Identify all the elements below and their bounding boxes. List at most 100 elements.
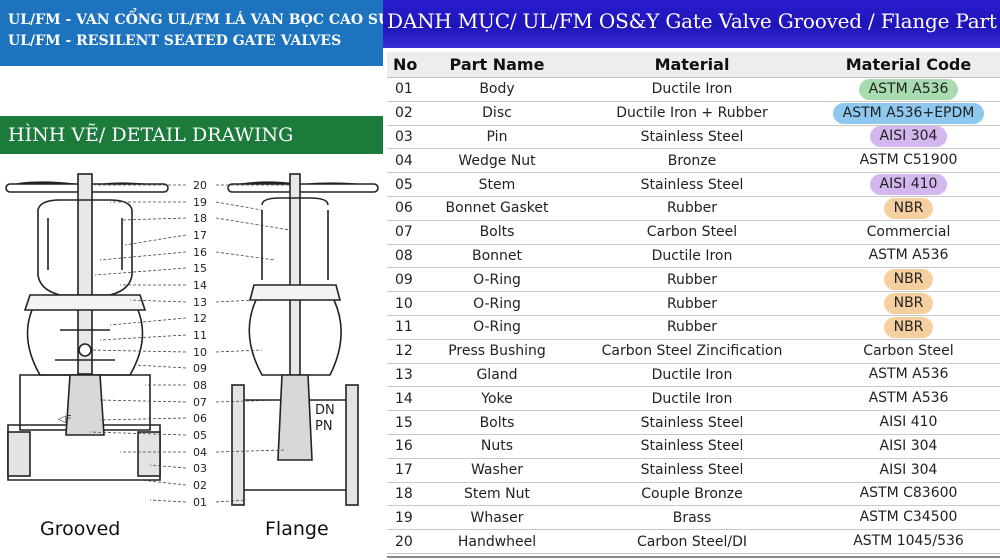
material-code: NBR: [883, 293, 934, 315]
part-number: 11: [395, 319, 413, 336]
material-code: ASTM C83600: [859, 485, 958, 502]
material-code: AISI 410: [869, 174, 948, 196]
material-code: ASTM C51900: [859, 152, 958, 169]
part-material: Rubber: [666, 295, 718, 312]
svg-text:◁F: ◁F: [58, 414, 72, 425]
dn-mark: DN: [315, 403, 335, 418]
part-number: 03: [395, 128, 413, 145]
part-number: 20: [395, 533, 413, 550]
part-material: Ductile Iron: [651, 366, 733, 383]
part-material: Ductile Iron: [651, 81, 733, 98]
column-header-part-name: Part Name: [449, 55, 545, 74]
part-material-code-cell: ASTM C34500: [817, 506, 1000, 529]
flange-valve-drawing: [227, 173, 379, 506]
column-header-material-code: Material Code: [845, 55, 972, 74]
caption-grooved: Grooved: [40, 518, 121, 540]
caption-flange: Flange: [265, 518, 329, 540]
column-header-material: Material: [654, 55, 730, 74]
part-name: Disc: [482, 105, 512, 122]
material-code: NBR: [883, 316, 934, 338]
callout-number: 01: [193, 496, 207, 509]
part-material: Stainless Steel: [640, 438, 744, 455]
callout-number: 04: [193, 446, 207, 459]
part-number: 08: [395, 247, 413, 264]
part-material-code-cell: NBR: [817, 292, 1000, 315]
material-code: AISI 304: [869, 126, 948, 148]
part-name: Press Bushing: [448, 343, 546, 360]
part-number: 12: [395, 343, 413, 360]
title-line-english: UL/FM - RESILENT SEATED GATE VALVES: [8, 33, 342, 49]
part-name: Handwheel: [457, 533, 537, 550]
callout-number: 10: [193, 346, 207, 359]
callout-number: 06: [193, 412, 207, 425]
table-header-row: No Part Name Material Material Code: [387, 52, 1000, 78]
callout-number: 11: [193, 329, 207, 342]
part-name: Gland: [476, 366, 518, 383]
callout-number: 05: [193, 429, 207, 442]
part-material-code-cell: ASTM A536+EPDM: [817, 102, 1000, 125]
right-panel: DANH MỤC/ UL/FM OS&Y Gate Valve Grooved …: [383, 0, 1000, 560]
title-line-vietnamese: UL/FM - VAN CỔNG UL/FM LÁ VAN BỌC CAO SU: [8, 12, 391, 28]
material-code: ASTM 1045/536: [853, 533, 964, 550]
table-bottom-border: [387, 556, 1000, 558]
material-code: ASTM A536+EPDM: [832, 102, 985, 124]
part-material: Rubber: [666, 200, 718, 217]
part-material-code-cell: ASTM A536: [817, 78, 1000, 101]
callout-number: 09: [193, 362, 207, 375]
part-number: 19: [395, 509, 413, 526]
part-name: Wedge Nut: [458, 152, 536, 169]
part-material-code-cell: Commercial: [817, 221, 1000, 244]
part-material-code-cell: NBR: [817, 316, 1000, 339]
part-material: Brass: [672, 509, 712, 526]
part-material: Rubber: [666, 271, 718, 288]
material-code: ASTM A536: [868, 366, 949, 383]
callout-number: 07: [193, 396, 207, 409]
gate-valve-detail-drawing: ◁F: [5, 173, 379, 509]
material-code: Carbon Steel: [863, 342, 954, 359]
part-material: Stainless Steel: [640, 128, 744, 145]
pn-mark: PN: [315, 419, 333, 434]
part-material: Bronze: [667, 152, 717, 169]
part-material-code-cell: ASTM C83600: [817, 483, 1000, 506]
part-name: Pin: [486, 128, 508, 145]
callout-number: 02: [193, 479, 207, 492]
left-panel: UL/FM - VAN CỔNG UL/FM LÁ VAN BỌC CAO SU…: [0, 0, 391, 560]
part-material-code-cell: AISI 410: [817, 411, 1000, 434]
part-name: Body: [479, 81, 515, 98]
part-material: Carbon Steel: [646, 224, 738, 241]
part-name: Yoke: [481, 390, 513, 407]
part-material: Ductile Iron: [651, 247, 733, 264]
callout-number: 17: [193, 229, 207, 242]
part-number: 05: [395, 176, 413, 193]
part-material-code-cell: NBR: [817, 268, 1000, 291]
part-name: Bolts: [479, 414, 515, 431]
part-number: 01: [395, 81, 413, 98]
part-list-header: DANH MỤC/ UL/FM OS&Y Gate Valve Grooved …: [383, 0, 1000, 48]
table-row: 03 Pin Stainless Steel AISI 304: [387, 126, 1000, 150]
callout-number: 12: [193, 312, 207, 325]
part-material-code-cell: AISI 304: [817, 126, 1000, 149]
part-number: 09: [395, 271, 413, 288]
callout-number: 03: [193, 462, 207, 475]
part-material-code-cell: Carbon Steel: [817, 340, 1000, 363]
part-name: O-Ring: [473, 271, 521, 288]
part-name: Bonnet: [471, 247, 523, 264]
material-code: AISI 304: [879, 461, 938, 478]
part-name: Bolts: [479, 224, 515, 241]
title-banner: UL/FM - VAN CỔNG UL/FM LÁ VAN BỌC CAO SU…: [0, 0, 391, 66]
table-row: 09 O-Ring Rubber NBR: [387, 268, 1000, 293]
material-code: AISI 410: [879, 414, 938, 431]
grooved-valve-drawing: ◁F: [5, 173, 169, 481]
part-number: 07: [395, 224, 413, 241]
